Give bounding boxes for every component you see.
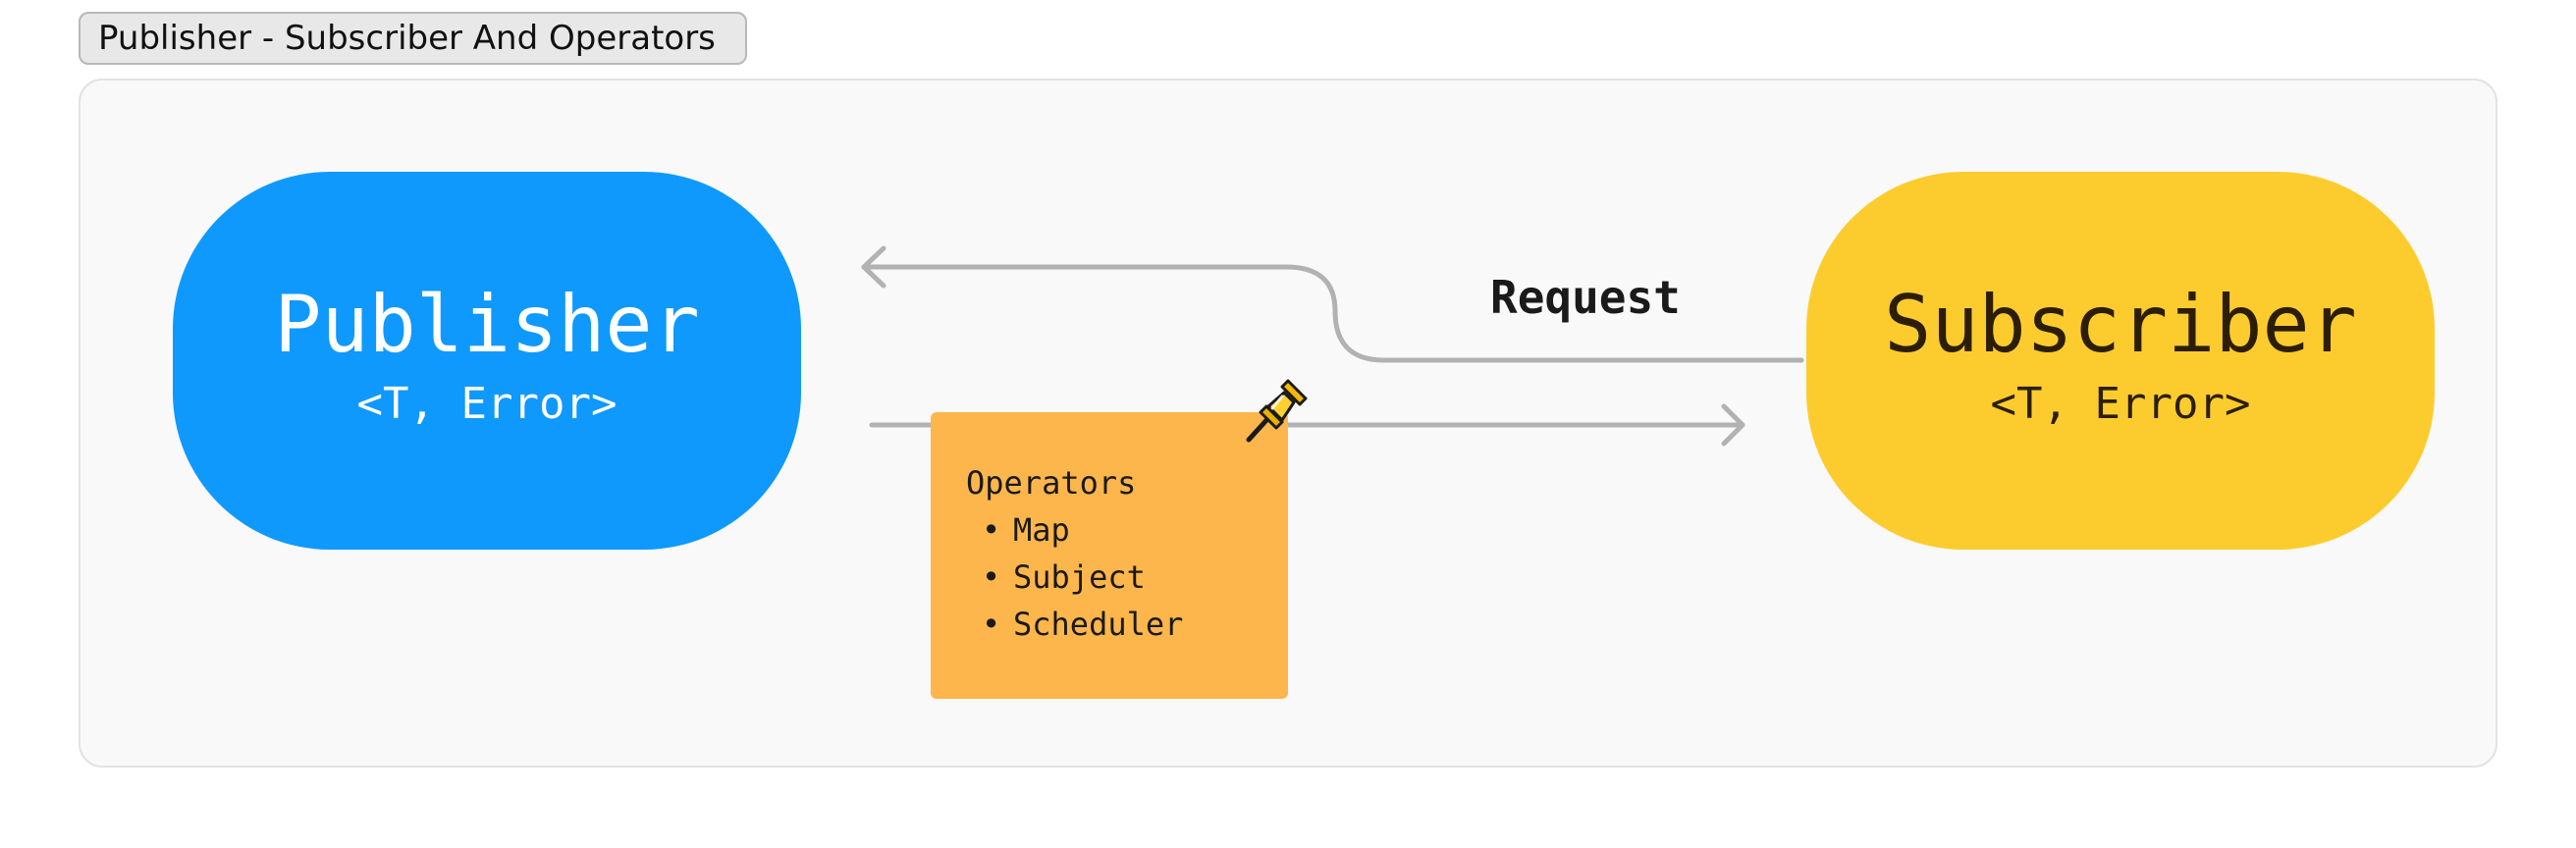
data-flow-arrowhead [1721, 403, 1745, 447]
subscriber-generics: <T, Error> [1990, 378, 2251, 429]
subscriber-title: Subscriber [1884, 278, 2357, 370]
list-item: •Map [982, 511, 1070, 549]
list-item-label: Map [1013, 511, 1070, 549]
pushpin-icon [1246, 379, 1308, 443]
publisher-node[interactable]: Publisher <T, Error> [173, 172, 801, 550]
request-arrowhead [861, 245, 886, 289]
publisher-title: Publisher [274, 278, 700, 370]
list-item: •Scheduler [982, 606, 1184, 643]
request-arrow [861, 264, 1804, 363]
operators-list: •Map •Subject •Scheduler [966, 506, 1288, 648]
list-item-label: Subject [1013, 558, 1146, 596]
frame-title[interactable]: Publisher - Subscriber And Operators [79, 12, 747, 65]
note-title: Operators [966, 464, 1137, 502]
request-label: Request [1490, 271, 1681, 324]
list-item-label: Scheduler [1013, 606, 1184, 643]
subscriber-node[interactable]: Subscriber <T, Error> [1806, 172, 2435, 550]
operators-sticky-note[interactable]: Operators •Map •Subject •Scheduler [931, 412, 1288, 699]
list-item: •Subject [982, 558, 1146, 596]
publisher-generics: <T, Error> [356, 378, 617, 429]
